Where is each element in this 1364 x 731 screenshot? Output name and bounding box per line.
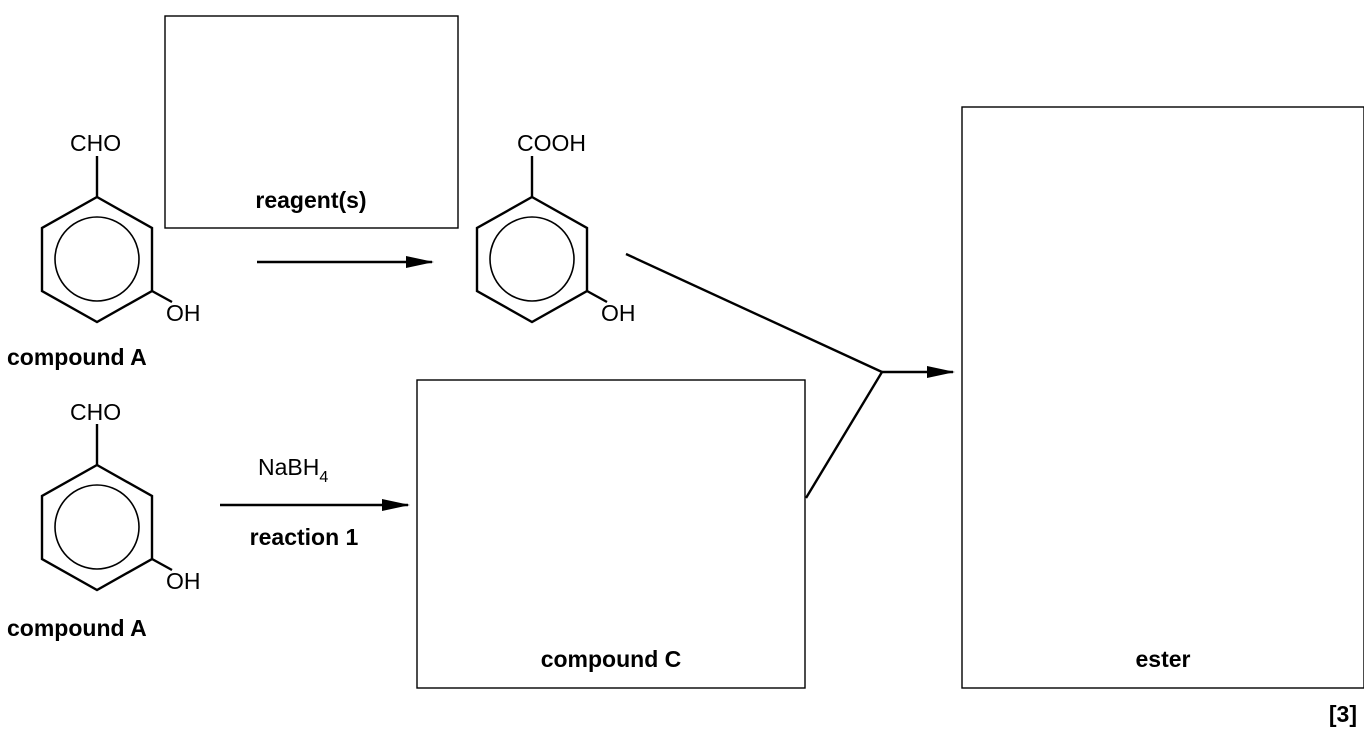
oh-label: OH xyxy=(601,300,636,326)
cho-label: CHO xyxy=(70,399,121,425)
cooh-label: COOH xyxy=(517,130,586,156)
ester-box-label: ester xyxy=(1136,646,1191,672)
benzene-ring-carboxylic-acid xyxy=(475,156,608,324)
benzene-ring-compound-a-bottom xyxy=(40,424,173,592)
converge-line-upper xyxy=(625,252,883,374)
nabh4-reagent-label: NaBH4 xyxy=(258,454,328,486)
reaction-1-label: reaction 1 xyxy=(250,524,359,550)
oh-label: OH xyxy=(166,568,201,594)
compound-c-answer-box[interactable] xyxy=(416,379,806,689)
reagent-answer-box[interactable] xyxy=(164,15,459,229)
compound-c-box-label: compound C xyxy=(541,646,682,672)
compound-a-label: compound A xyxy=(7,615,147,641)
reagent-box-label: reagent(s) xyxy=(255,187,366,213)
cho-label: CHO xyxy=(70,130,121,156)
oh-label: OH xyxy=(166,300,201,326)
marks-label: [3] xyxy=(1329,701,1357,727)
compound-a-label: compound A xyxy=(7,344,147,370)
converge-line-lower xyxy=(804,371,884,499)
benzene-ring-compound-a-top xyxy=(40,156,173,324)
ester-answer-box[interactable] xyxy=(961,106,1364,689)
